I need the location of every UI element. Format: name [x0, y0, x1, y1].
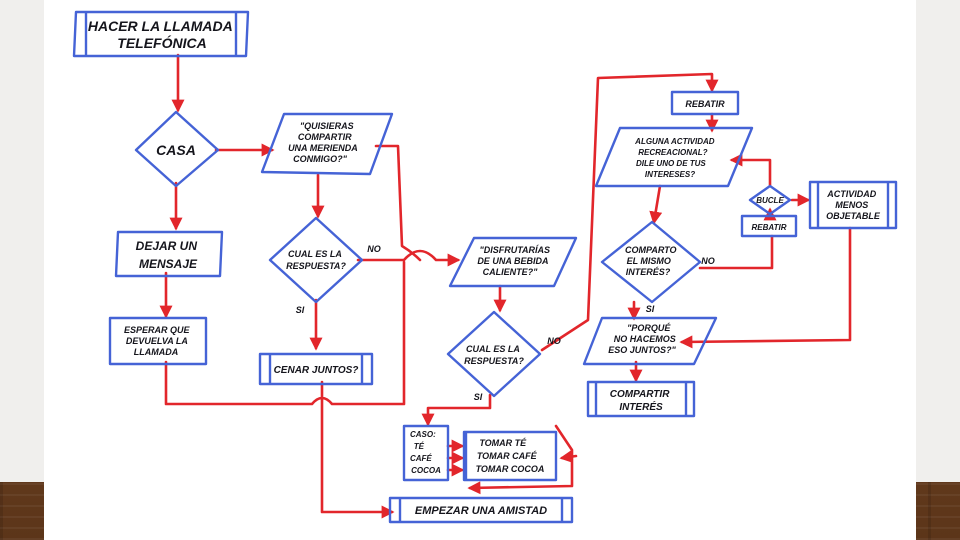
edge-respuesta2-opciones [421, 393, 492, 427]
compartir-label: COMPARTIR INTERÉS [610, 389, 672, 413]
no-label-2: NO [547, 336, 561, 346]
bucle-label: BUCLE [756, 196, 784, 205]
edge-labels: NO SI NO SI NO SI [296, 244, 715, 402]
rebatir-side-label: REBATIR [752, 223, 787, 232]
si-label-2: SI [474, 392, 483, 402]
rebatir-top-label: REBATIR [685, 99, 725, 109]
edge-menos-porque [679, 226, 852, 349]
edge-cenar-amistad [320, 380, 395, 519]
bucle-diamond [748, 184, 792, 216]
rebatir-top-box [670, 90, 740, 116]
respuesta2-label: CUAL ES LA RESPUESTA? [464, 344, 524, 366]
edge-comparto-rebatir [698, 234, 774, 270]
shapes [72, 10, 898, 524]
no-label-1: NO [367, 244, 381, 254]
si-label-1: SI [296, 305, 305, 315]
merienda-parallelogram [260, 112, 394, 176]
opciones-label: CASO: TÉ CAFÉ COCOA [410, 430, 441, 475]
node-labels: HACER LA LLAMADA TELEFÓNICA CASA "QUISIE… [88, 18, 881, 517]
actividad-parallelogram [594, 126, 754, 188]
edge-esperar-return [164, 260, 406, 406]
casa-diamond [134, 110, 220, 188]
merienda-label: "QUISIERAS COMPARTIR UNA MERIENDA CONMIG… [288, 121, 360, 164]
respuesta2-diamond [446, 310, 542, 398]
si-label-3: SI [646, 304, 655, 314]
bebida-parallelogram [448, 236, 578, 288]
bebida-label: "DISFRUTARÍAS DE UNA BEBIDA CALIENTE?" [477, 245, 552, 277]
rebatir-side-box [740, 214, 798, 238]
cenar-box [258, 352, 374, 386]
tomar-label: TOMAR TÉ TOMAR CAFÉ TOMAR COCOA [476, 438, 545, 474]
tomar-box [462, 430, 558, 482]
edge-actividad-comparto [649, 184, 663, 225]
porque-parallelogram [582, 316, 718, 366]
esperar-label: ESPERAR QUE DEVUELVA LA LLAMADA [124, 325, 192, 357]
edge-merienda-loop [374, 144, 422, 262]
amistad-label: EMPEZAR UNA AMISTAD [415, 505, 547, 517]
edge-tomar-loop-in [559, 450, 578, 463]
connectors [159, 53, 852, 519]
edge-tomar-loop [467, 424, 574, 495]
actividad-menos-box [808, 180, 898, 230]
start-box [72, 10, 250, 58]
edge-bucle-actividad [729, 153, 772, 188]
casa-label: CASA [156, 142, 196, 158]
esperar-box [108, 316, 208, 366]
porque-label: "PORQUÉ NO HACEMOS ESO JUNTOS?" [608, 323, 678, 355]
opciones-box [402, 424, 450, 482]
amistad-box [388, 496, 574, 524]
actividad-label: ALGUNA ACTIVIDAD RECREACIONAL? DILE UNO … [634, 137, 717, 179]
respuesta1-diamond [268, 216, 364, 304]
compartir-box [586, 380, 696, 418]
paper-sheet [44, 0, 916, 540]
cenar-label: CENAR JUNTOS? [274, 365, 359, 376]
actividad-menos-label: ACTIVIDAD MENOS OBJETABLE [826, 189, 881, 221]
respuesta1-label: CUAL ES LA RESPUESTA? [286, 249, 346, 271]
start-label: HACER LA LLAMADA TELEFÓNICA [88, 18, 236, 51]
dejar-box [114, 230, 224, 278]
comparto-label: COMPARTO EL MISMO INTERÉS? [625, 245, 679, 277]
edge-respuesta1-bebida [356, 249, 461, 267]
comparto-diamond [600, 220, 702, 304]
edge-respuesta2-rebatir [540, 72, 719, 352]
dejar-label: DEJAR UN MENSAJE [136, 239, 201, 271]
no-label-3: NO [701, 256, 715, 266]
